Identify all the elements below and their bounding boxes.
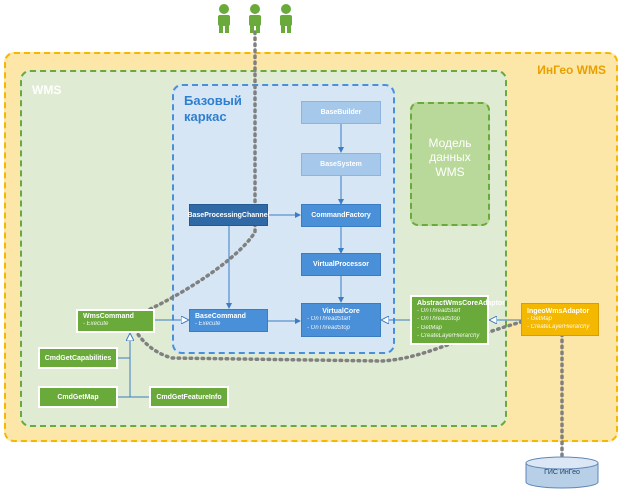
base-processing-channel-node: BaseProcessingChannel — [187, 204, 270, 226]
base-command-title: BaseCommand — [195, 312, 246, 320]
virtual-core-member: - OnThreadStart — [307, 316, 351, 323]
ingeo-adaptor-member: - CreateLayerHierarchy — [527, 324, 590, 330]
virtual-core-node: VirtualCore - OnThreadStart - OnThreadSt… — [301, 303, 381, 337]
command-factory-title: CommandFactory — [311, 212, 371, 219]
abstract-adaptor-member: - CreateLayerHierarchy — [417, 332, 480, 339]
cmd-get-map-title: CmdGetMap — [57, 393, 99, 401]
abstract-wms-core-adaptor-title: AbstractWmsCoreAdaptor — [417, 300, 505, 308]
cmd-get-feature-info-node: CmdGetFeatureInfo — [149, 386, 229, 408]
command-factory-node: CommandFactory — [301, 204, 381, 227]
gis-ingeo-database-label: ГИС ИнГео — [544, 469, 580, 476]
user-icon — [249, 4, 261, 33]
user-icon — [280, 4, 292, 33]
abstract-adaptor-member: - OnThreadStop — [417, 316, 461, 323]
base-processing-channel-title: BaseProcessingChannel — [187, 211, 270, 219]
wms-command-node: WmsCommand - Execute — [76, 309, 155, 333]
cmd-get-feature-info-title: CmdGetFeatureInfo — [156, 393, 222, 401]
wms-data-model-label: Модель данных WMS — [428, 136, 472, 179]
virtual-processor-title: VirtualProcessor — [313, 261, 369, 268]
wms-command-title: WmsCommand — [83, 313, 134, 321]
wms-label: WMS — [32, 83, 62, 97]
base-system-node: BaseSystem — [301, 153, 381, 176]
cmd-get-map-node: CmdGetMap — [38, 386, 118, 408]
base-system-title: BaseSystem — [320, 161, 362, 168]
base-builder-node: BaseBuilder — [301, 101, 381, 124]
user-icon — [218, 4, 230, 33]
abstract-wms-core-adaptor-node: AbstractWmsCoreAdaptor - OnThreadStart -… — [410, 295, 505, 345]
base-command-node: BaseCommand - Execute — [189, 309, 268, 332]
cmd-get-capabilities-title: CmdGetCapabilities — [44, 354, 112, 362]
database-icon — [525, 456, 599, 489]
virtual-core-title: VirtualCore — [322, 308, 360, 316]
wms-data-model-region: Модель данных WMS — [410, 102, 490, 226]
base-command-member: - Execute — [195, 320, 221, 327]
wms-command-member: - Execute — [83, 321, 109, 328]
ingeo-wms-label: ИнГео WMS — [537, 63, 606, 77]
ingeo-wms-adaptor-node: IngeoWmsAdaptor - GetMap - CreateLayerHi… — [521, 303, 599, 336]
virtual-core-member: - OnThreadStop — [307, 324, 351, 331]
virtual-processor-node: VirtualProcessor — [301, 253, 381, 276]
base-framework-label: Базовый каркас — [184, 93, 242, 124]
abstract-adaptor-member: - OnThreadStart — [417, 308, 461, 315]
cmd-get-capabilities-node: CmdGetCapabilities — [38, 347, 118, 369]
abstract-adaptor-member: - GetMap — [417, 324, 443, 331]
ingeo-adaptor-member: - GetMap — [527, 315, 553, 322]
base-builder-title: BaseBuilder — [320, 109, 362, 116]
ingeo-wms-adaptor-title: IngeoWmsAdaptor — [527, 307, 590, 315]
